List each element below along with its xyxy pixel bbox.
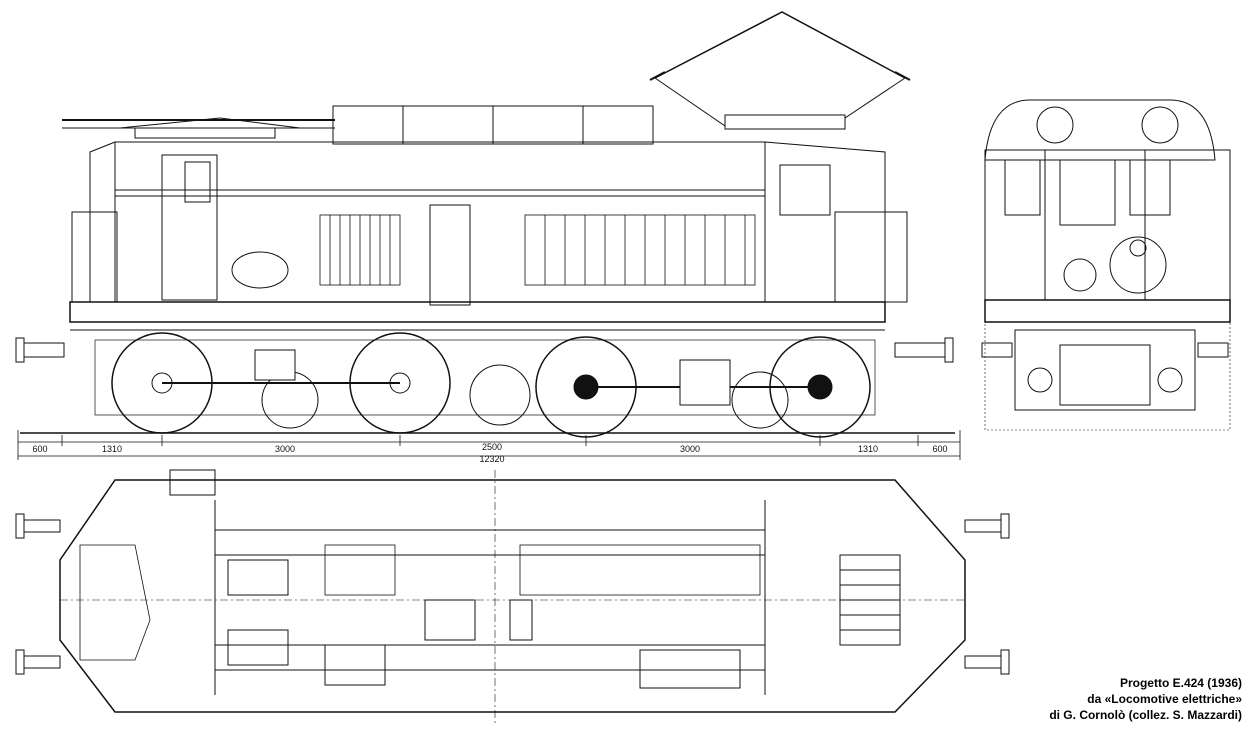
wheels xyxy=(111,332,871,438)
plan-outline xyxy=(59,479,966,713)
dimension-labels: 600 1310 3000 2500 3000 1310 600 12320 xyxy=(32,442,947,464)
caption-line-1: Progetto E.424 (1936) xyxy=(1119,676,1242,690)
caption-line-3: di G. Cornolò (collez. S. Mazzardi) xyxy=(1049,708,1242,722)
pantograph-left xyxy=(62,117,335,139)
caption-line-2: da «Locomotive elettriche» xyxy=(1087,692,1242,706)
locomotive-body xyxy=(114,141,766,303)
dim-label-1: 1310 xyxy=(102,444,122,454)
buffers-plan xyxy=(15,513,1010,675)
side-elevation xyxy=(15,11,961,460)
dim-label-6: 600 xyxy=(932,444,947,454)
cab-window-right xyxy=(779,164,831,216)
dim-label-total: 12320 xyxy=(479,454,504,464)
end-view xyxy=(981,99,1231,431)
buffers-side xyxy=(15,337,954,363)
dim-label-3: 2500 xyxy=(482,442,502,452)
dim-label-5: 1310 xyxy=(858,444,878,454)
plan-machine-room xyxy=(214,529,766,671)
dim-label-2: 3000 xyxy=(275,444,295,454)
drawing-caption: Progetto E.424 (1936) da «Locomotive ele… xyxy=(1049,675,1242,723)
dim-label-4: 3000 xyxy=(680,444,700,454)
cab-door-left xyxy=(161,154,218,301)
pantograph-right xyxy=(649,11,911,130)
bogie-frame xyxy=(94,339,876,416)
dimension-lines xyxy=(17,430,961,460)
body-grilles xyxy=(319,214,756,286)
underframe xyxy=(69,301,886,323)
dim-label-0: 600 xyxy=(32,444,47,454)
right-hood xyxy=(834,211,908,303)
left-hood xyxy=(71,211,118,303)
plan-view xyxy=(15,469,1010,725)
